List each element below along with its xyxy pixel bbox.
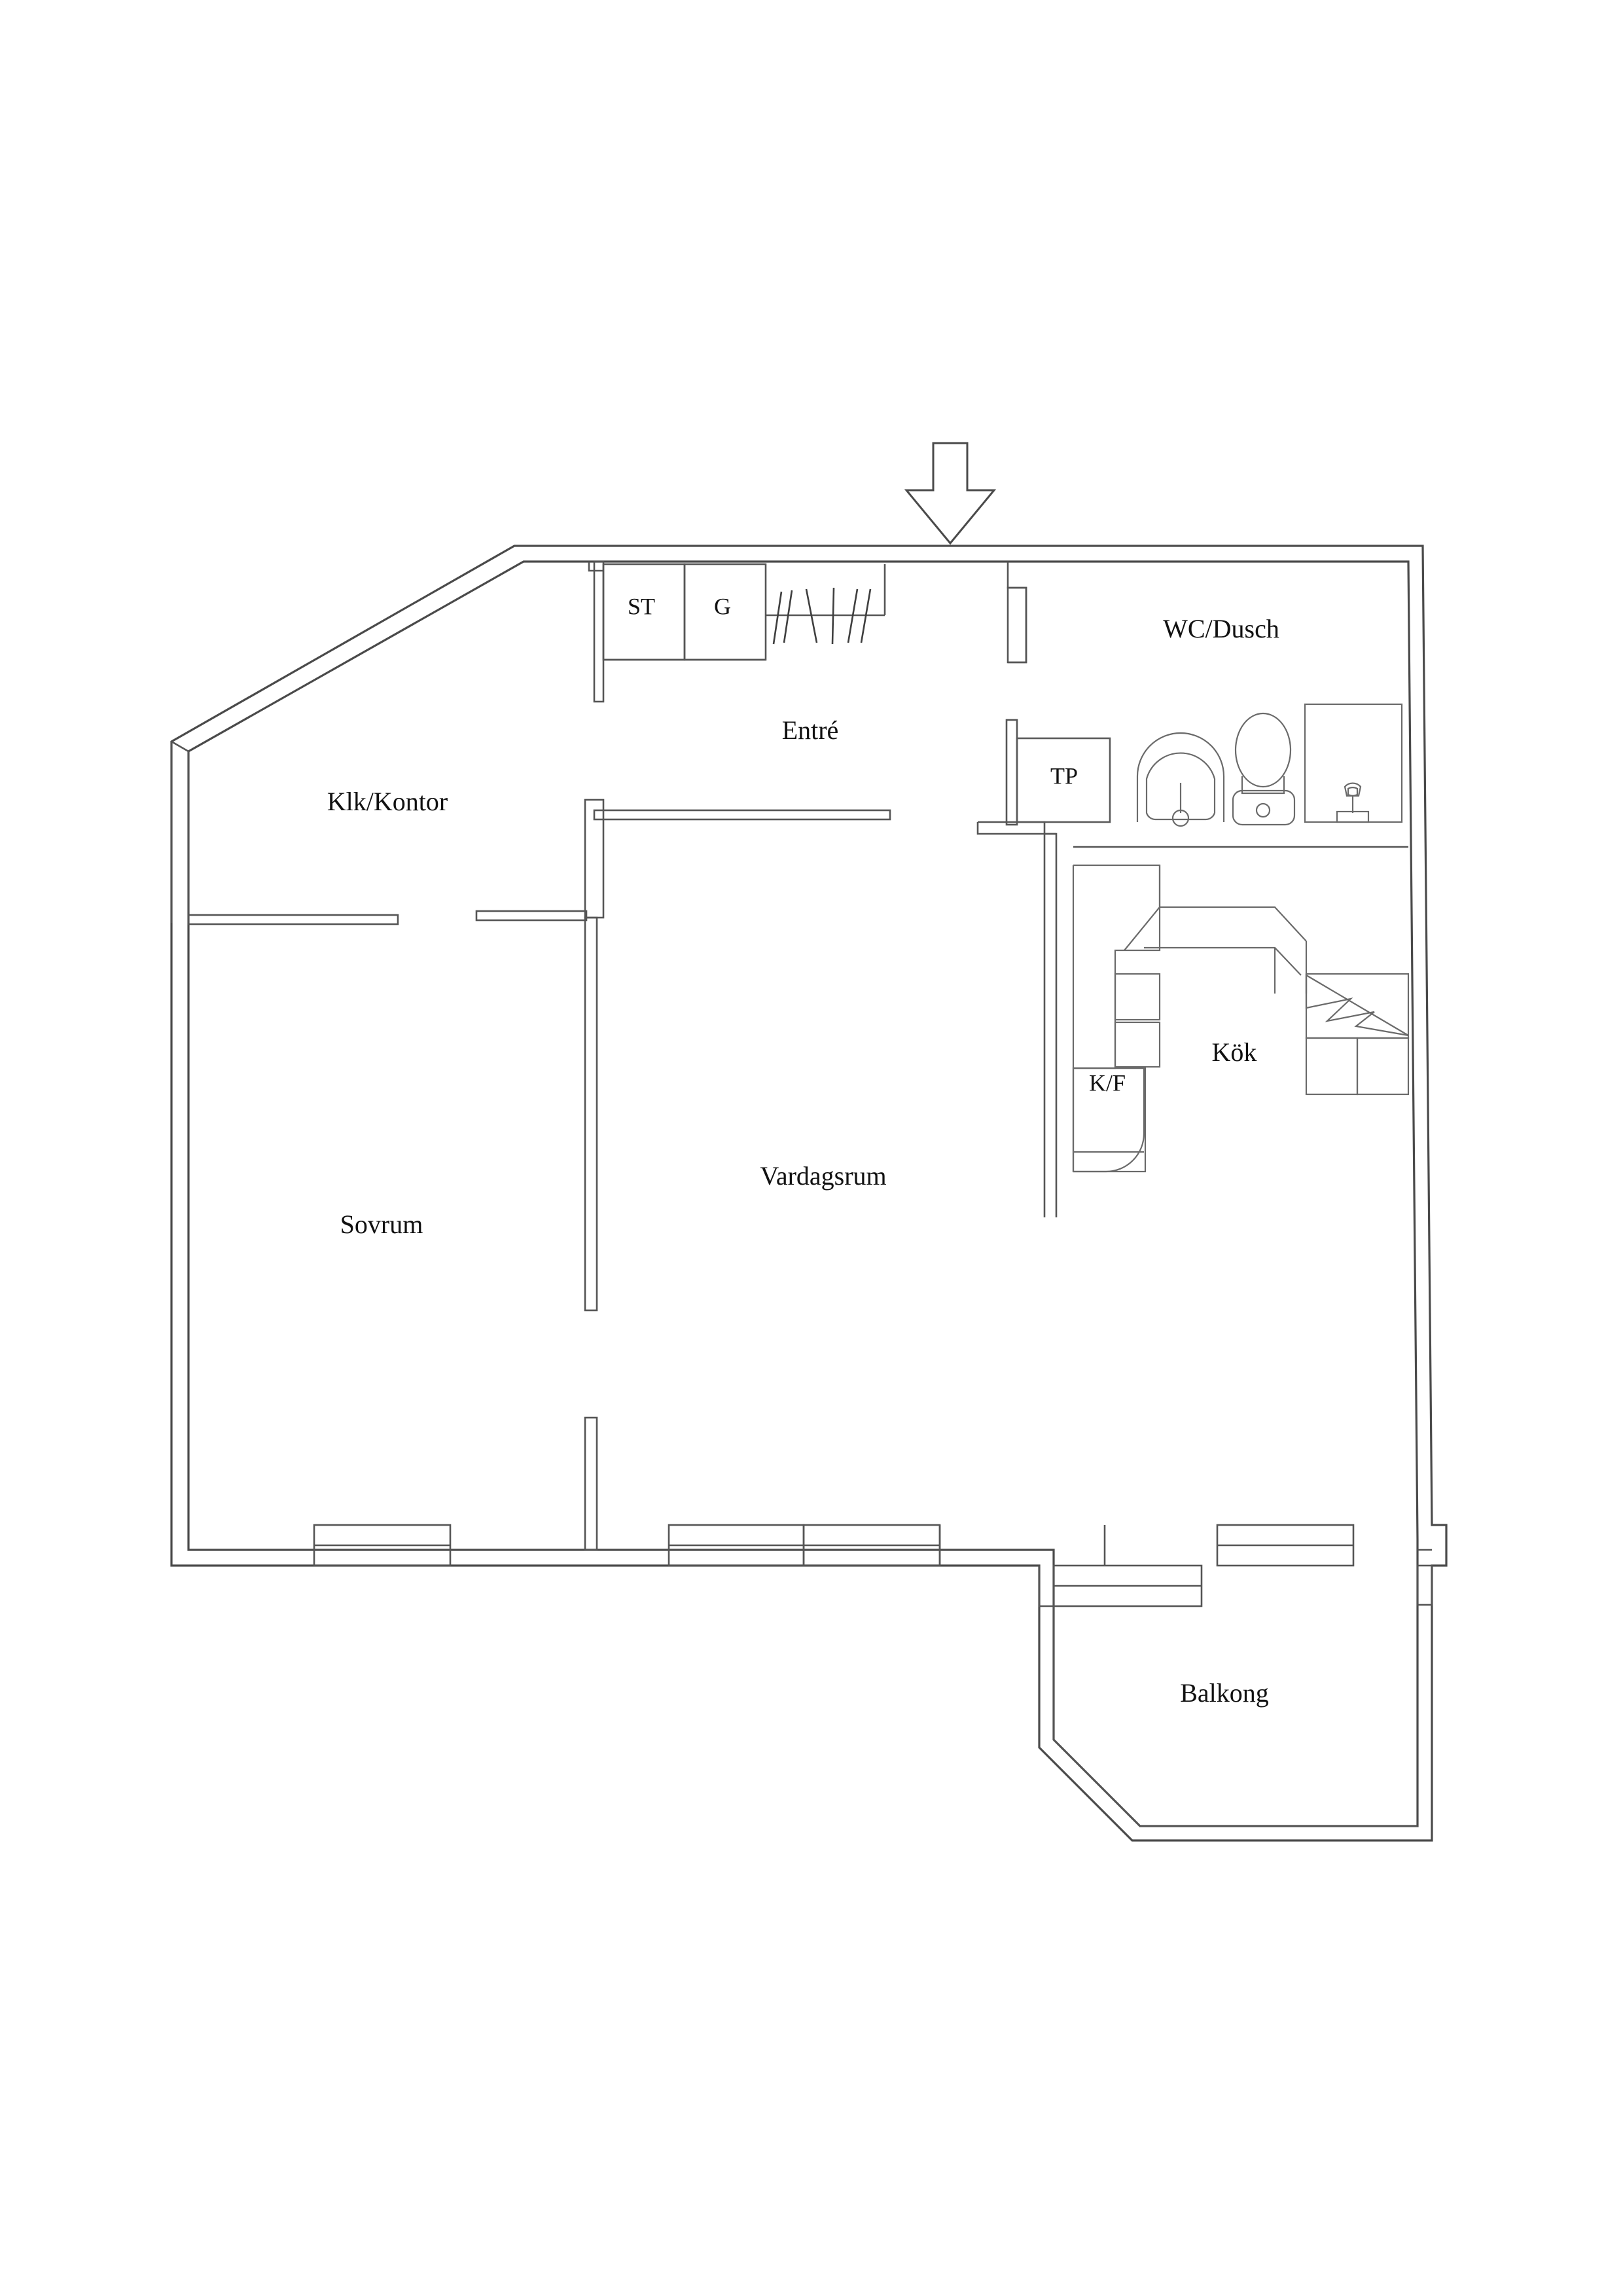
wall-wc-south (976, 821, 1058, 1217)
label-st: ST (628, 593, 655, 619)
label-vardagsrum: Vardagsrum (760, 1161, 886, 1191)
door-reveal-entry-left (588, 562, 603, 572)
wall-wc-west (1005, 719, 1018, 826)
label-sovrum: Sovrum (340, 1210, 423, 1239)
label-tp: TP (1050, 762, 1078, 789)
wc-door-jamb (1007, 562, 1027, 664)
balcony-right-post (1416, 1549, 1433, 1606)
label-balkong: Balkong (1180, 1678, 1269, 1708)
wall-sovrum-divider-lower (584, 1416, 598, 1551)
stove-icon (1305, 973, 1410, 1096)
label-wc-dusch: WC/Dusch (1163, 614, 1279, 643)
coat-hooks-icon (766, 564, 886, 645)
entrance-arrow-icon (904, 442, 997, 545)
kitchen-counter-outer (1072, 864, 1161, 1173)
wall-entre-south (593, 809, 891, 821)
washing-machine-tp (1016, 737, 1111, 823)
window-vardagsrum-1 (668, 1524, 805, 1567)
fridge-freezer-kf (1072, 1067, 1147, 1173)
wall-sovrum-divider-upper (584, 916, 598, 1312)
label-entre: Entré (782, 715, 839, 745)
balcony-railing (1052, 1566, 1418, 1827)
room-labels: ST G WC/Dusch Entré TP Klk/Kontor Kök K/… (327, 593, 1279, 1708)
window-vardagsrum-2 (802, 1524, 941, 1567)
window-kok (1216, 1524, 1355, 1567)
wall-closet-left (593, 560, 605, 703)
label-kf: K/F (1089, 1069, 1126, 1096)
wall-notch-top-left (170, 740, 190, 923)
wall-sovrum-north (187, 914, 399, 925)
label-kok: Kök (1212, 1037, 1257, 1067)
label-g: G (714, 593, 731, 619)
window-balcony-door (1038, 1564, 1203, 1607)
sink-icon (1136, 732, 1225, 827)
wall-klk-opening (475, 910, 588, 922)
window-sovrum (313, 1524, 452, 1567)
south-wall-stub (938, 1525, 1106, 1566)
kitchen-drawers (1114, 973, 1161, 1068)
label-klk-kontor: Klk/Kontor (327, 787, 448, 816)
shower-icon (1304, 703, 1403, 823)
toilet-icon (1232, 712, 1296, 826)
kitchen-counter-inner (1124, 865, 1308, 994)
